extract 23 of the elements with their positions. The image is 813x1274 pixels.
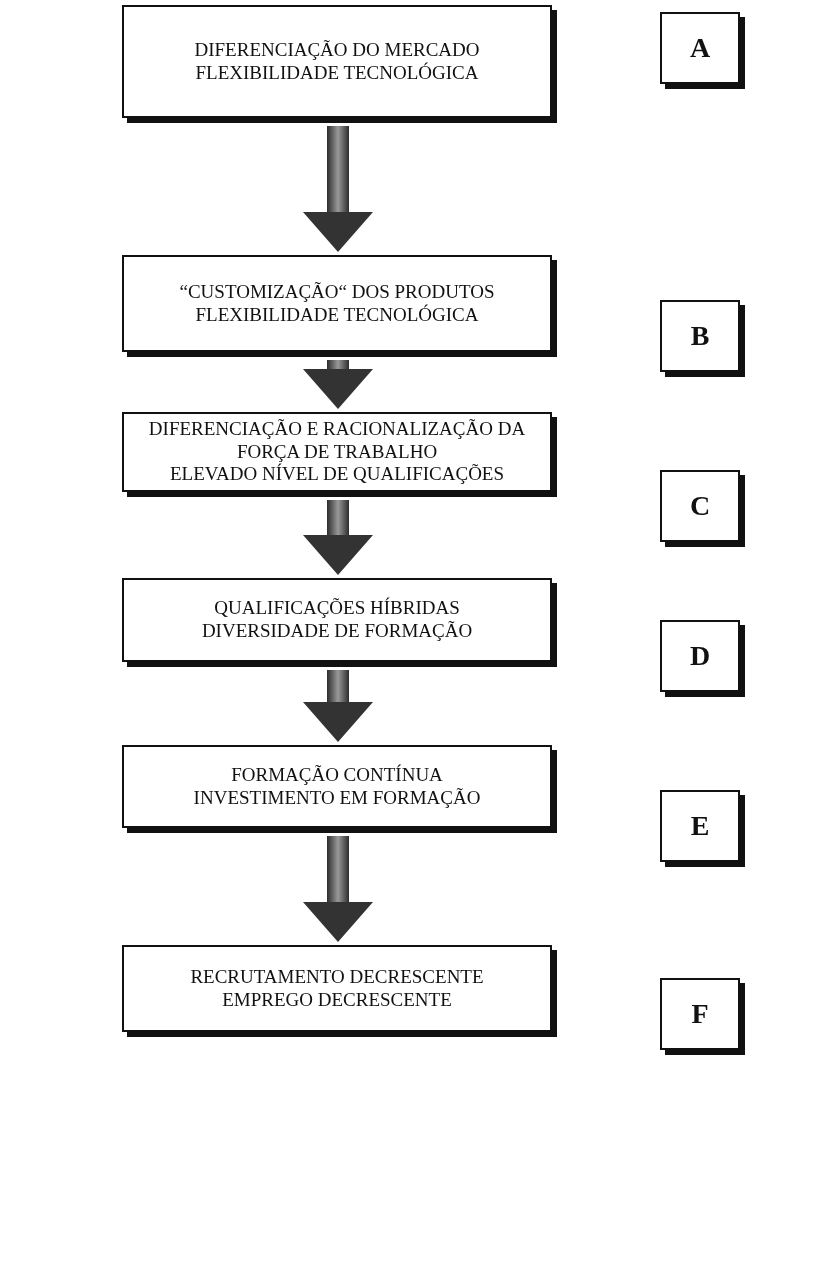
box-letter: E: [690, 810, 710, 842]
box-text: QUALIFICAÇÕES HÍBRIDAS: [213, 597, 461, 620]
box-letter: A: [689, 32, 711, 64]
box-text: RECRUTAMENTO DECRESCENTE: [189, 965, 485, 989]
arrow: [303, 126, 373, 252]
box-letter: D: [689, 640, 711, 672]
box-text: “CUSTOMIZAÇÃO“ DOS PRODUTOS: [178, 280, 496, 304]
box-text: FORMAÇÃO CONTÍNUA: [230, 763, 444, 787]
box-text: FLEXIBILIDADE TECNOLÓGICA: [194, 303, 480, 327]
arrow: [303, 500, 373, 575]
box-text: INVESTIMENTO EM FORMAÇÃO: [192, 786, 482, 810]
box-text: DIVERSIDADE DE FORMAÇÃO: [200, 620, 474, 643]
box-letter: F: [691, 998, 709, 1030]
box-letter: C: [689, 490, 711, 522]
arrow: [303, 360, 373, 409]
box-letter: B: [690, 320, 710, 352]
box-text: DIFERENCIAÇÃO DO MERCADO: [193, 38, 481, 62]
arrow: [303, 670, 373, 742]
box-text: ELEVADO NÍVEL DE QUALIFICAÇÕES: [168, 463, 506, 487]
box-text: DIFERENCIAÇÃO E RACIONALIZAÇÃO DA FORÇA DE TRABALHO: [147, 417, 527, 463]
box-text: FLEXIBILIDADE TECNOLÓGICA: [194, 61, 480, 85]
arrow: [303, 836, 373, 942]
box-text: EMPREGO DECRESCENTE: [221, 988, 453, 1012]
